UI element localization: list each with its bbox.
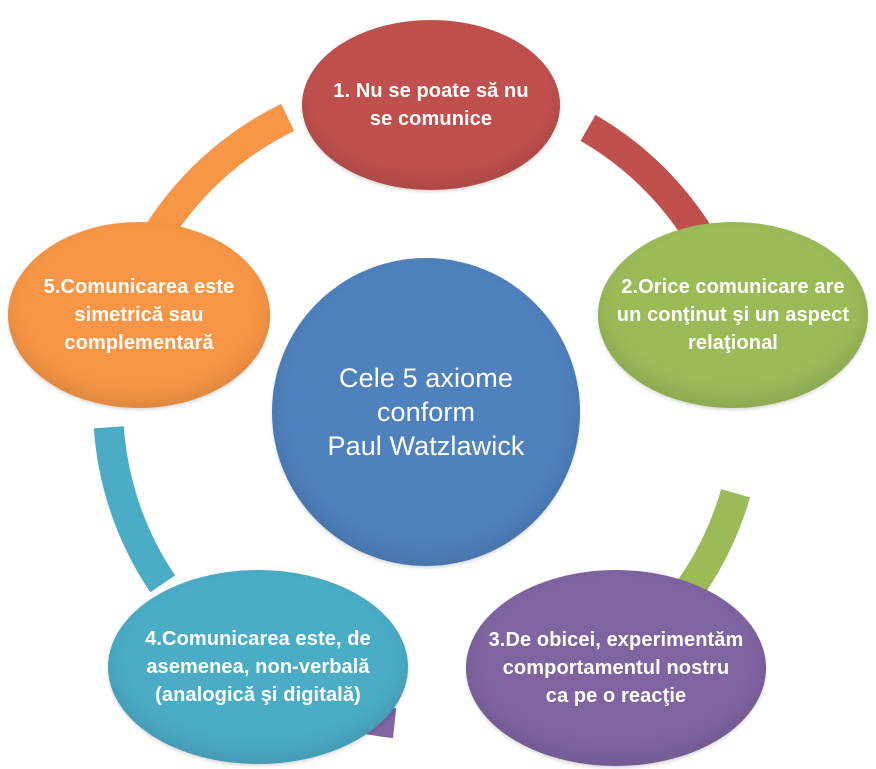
axiom-2-text: 2.Orice comunicare are un conţinut şi un… (616, 276, 850, 354)
axiom-4-text: 4.Comunicarea este, de asemenea, non-ver… (145, 628, 371, 706)
axiom-5-ellipse: 5.Comunicarea este simetrică sau complem… (8, 222, 270, 408)
axiom-5-text: 5.Comunicarea este simetrică sau complem… (43, 276, 235, 354)
axiom-3-ellipse: 3.De obicei, experimentăm comportamentul… (466, 570, 766, 766)
axiom-3-text: 3.De obicei, experimentăm comportamentul… (488, 629, 744, 707)
axiom-1-text: 1. Nu se poate să nu se comunice (333, 80, 529, 130)
center-title: Cele 5 axiome conform Paul Watzlawick (327, 363, 525, 461)
axiom-4-ellipse: 4.Comunicarea este, de asemenea, non-ver… (108, 570, 408, 764)
center-circle: Cele 5 axiome conform Paul Watzlawick (272, 258, 580, 566)
axiom-2-ellipse: 2.Orice comunicare are un conţinut şi un… (598, 222, 868, 408)
ring-connector-4 (93, 426, 176, 593)
axiom-1-ellipse: 1. Nu se poate să nu se comunice (302, 20, 560, 190)
